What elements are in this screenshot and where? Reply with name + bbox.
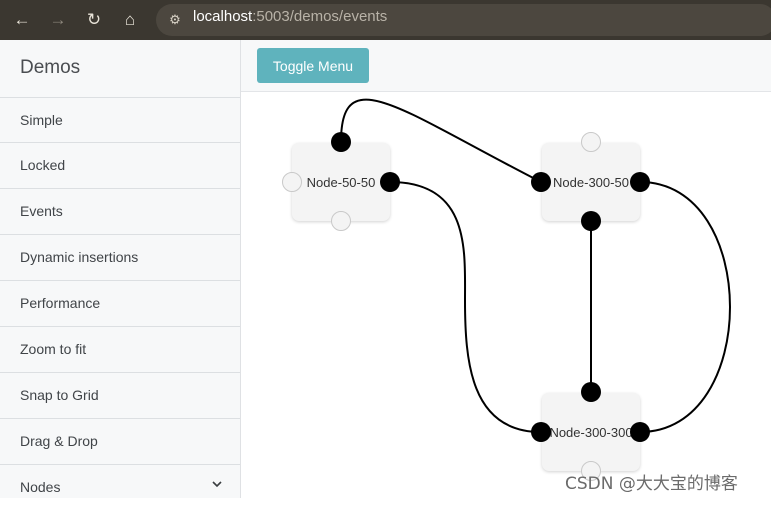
back-arrow-icon[interactable]: ← [13,10,31,29]
browser-toolbar: ← → ↻ ⌂ ⚙ localhost:5003/demos/events [0,0,771,40]
sidebar-item-label: Drag & Drop [20,433,98,449]
toggle-menu-button[interactable]: Toggle Menu [257,48,369,83]
node-label: Node-300-50 [553,174,629,190]
node-port[interactable] [630,422,650,442]
edge-layer [340,98,731,433]
edge[interactable] [340,98,542,183]
url-host: localhost [193,8,253,25]
sidebar-item-label: Nodes [20,479,61,495]
node-port[interactable] [581,461,601,481]
sidebar-item-label: Simple [20,112,63,128]
url-path: :5003/demos/events [252,8,388,25]
sidebar-item-label: Dynamic insertions [20,249,139,265]
reload-icon[interactable]: ↻ [86,10,102,29]
sidebar-item-performance[interactable]: Performance [0,280,240,325]
node-port[interactable] [380,172,400,192]
node-port[interactable] [331,132,351,152]
main-toolbar: Toggle Menu [241,40,771,92]
sidebar-item-locked[interactable]: Locked [0,142,240,187]
node-label: Node-300-300 [549,424,633,440]
edge[interactable] [389,181,542,433]
flow-node[interactable]: Node-300-50 [542,143,640,221]
sidebar: Demos Simple Locked Events Dynamic inser… [0,40,241,498]
node-port[interactable] [630,172,650,192]
sidebar-item-label: Performance [20,295,101,311]
node-port[interactable] [282,172,302,192]
sidebar-item-dynamic-insertions[interactable]: Dynamic insertions [0,234,240,279]
sidebar-item-zoom-to-fit[interactable]: Zoom to fit [0,326,240,371]
node-port[interactable] [531,422,551,442]
node-port[interactable] [581,211,601,231]
url-text[interactable]: localhost:5003/demos/events [193,8,387,25]
sidebar-item-events[interactable]: Events [0,188,240,233]
site-settings-icon[interactable]: ⚙ [169,12,181,27]
node-port[interactable] [331,211,351,231]
watermark-text: CSDN @大大宝的博客 [565,474,738,494]
sidebar-title: Demos [20,57,81,78]
sidebar-item-snap-to-grid[interactable]: Snap to Grid [0,372,240,417]
flow-node[interactable]: Node-300-300 [542,393,640,471]
address-bar[interactable] [156,4,771,36]
sidebar-item-label: Locked [20,157,66,173]
sidebar-item-label: Events [20,203,63,219]
forward-arrow-icon[interactable]: → [49,10,67,29]
edge[interactable] [639,181,731,433]
node-port[interactable] [581,382,601,402]
sidebar-item-simple[interactable]: Simple [0,97,240,142]
sidebar-item-drag-drop[interactable]: Drag & Drop [0,418,240,463]
home-icon[interactable]: ⌂ [124,10,136,29]
sidebar-item-nodes[interactable]: Nodes [0,464,240,509]
sidebar-item-label: Snap to Grid [20,387,99,403]
chevron-down-icon [212,481,222,488]
node-port[interactable] [581,132,601,152]
sidebar-item-label: Zoom to fit [20,341,87,357]
flow-node[interactable]: Node-50-50 [292,143,390,221]
node-label: Node-50-50 [306,174,376,190]
node-port[interactable] [531,172,551,192]
